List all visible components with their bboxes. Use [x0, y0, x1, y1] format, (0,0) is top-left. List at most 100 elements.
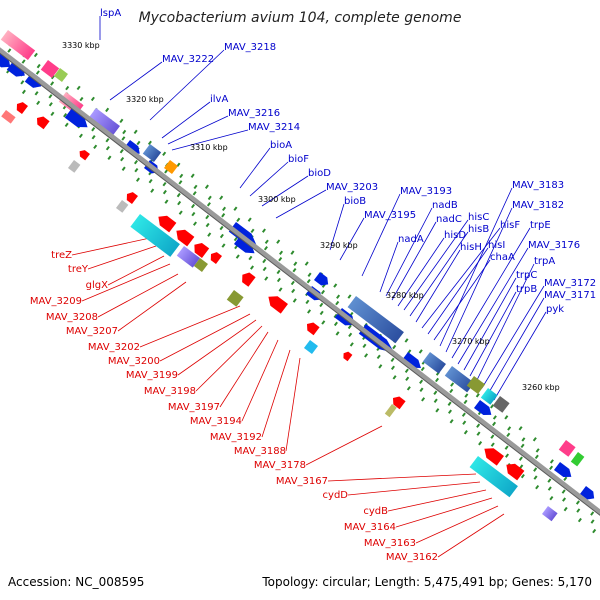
track-dot	[392, 344, 397, 350]
reverse-gene-arrow	[210, 252, 222, 265]
gene-block	[541, 506, 558, 522]
reverse-gene-label: MAV_3209	[30, 296, 82, 307]
reverse-gene-arrow	[268, 296, 288, 314]
track-dot	[319, 310, 324, 316]
track-dot	[349, 342, 354, 347]
track-dot	[549, 459, 554, 464]
reverse-gene-label: MAV_3167	[276, 476, 328, 487]
track-dot	[478, 441, 483, 446]
track-dot	[262, 258, 267, 264]
leader-line	[439, 187, 513, 347]
track-dot	[433, 390, 438, 395]
reverse-gene-label: glgX	[86, 280, 108, 291]
scale-tick-label: 3260 kbp	[522, 383, 560, 392]
track-dot	[347, 324, 352, 330]
gene-block	[53, 68, 68, 83]
track-dot	[121, 136, 126, 141]
forward-gene-label: nadA	[398, 234, 424, 245]
track-dot	[262, 266, 267, 272]
reverse-gene-label: treY	[68, 264, 89, 275]
reverse-gene-arrow	[194, 242, 210, 259]
scale-tick-label: 3300 kbp	[258, 195, 296, 204]
track-dot	[549, 465, 554, 470]
track-dot	[205, 214, 210, 220]
track-dot	[307, 272, 312, 277]
gene-block	[570, 452, 585, 467]
reverse-gene-label: MAV_3198	[144, 386, 196, 397]
track-dot	[348, 332, 353, 338]
reverse-gene-arrow	[36, 116, 50, 130]
track-dot	[50, 74, 55, 80]
forward-gene-label: MAV_3182	[512, 200, 564, 211]
forward-gene-label: bioF	[288, 154, 309, 165]
gene-block	[0, 30, 36, 61]
gene-block	[115, 200, 129, 213]
reverse-gene-label: MAV_3163	[364, 538, 416, 549]
leader-line	[385, 207, 433, 297]
reverse-gene-labels: treZtreYglgXMAV_3209MAV_3208MAV_3207MAV_…	[30, 250, 438, 563]
leader-line	[139, 305, 241, 348]
forward-gene-label: trpC	[516, 270, 537, 281]
track-dot	[221, 213, 226, 218]
leader-line	[261, 175, 309, 207]
track-dot	[290, 280, 295, 286]
track-dot	[133, 129, 138, 135]
forward-gene-label: MAV_3172	[544, 278, 596, 289]
track-dot	[105, 138, 110, 143]
track-dot	[21, 59, 26, 64]
forward-gene-arrow	[64, 108, 88, 128]
forward-gene-label: bioD	[308, 168, 331, 179]
accession-label: Accession: NC_008595	[8, 575, 144, 589]
track-dot	[535, 484, 540, 490]
track-dot	[147, 140, 152, 146]
reverse-gene-label: MAV_3199	[126, 370, 178, 381]
track-dot	[293, 261, 298, 266]
leader-line	[437, 513, 505, 558]
track-dot	[162, 151, 167, 156]
reverse-gene-label: MAV_3192	[210, 432, 262, 443]
track-dot	[248, 255, 253, 261]
forward-gene-label: MAV_3214	[248, 122, 300, 133]
track-dot	[518, 426, 523, 431]
track-dot	[319, 302, 324, 308]
track-dot	[236, 217, 241, 223]
track-dot	[505, 453, 510, 458]
scale-tick-label: 3280 kbp	[386, 291, 424, 300]
track-dot	[193, 184, 198, 190]
gene-block	[492, 396, 510, 413]
forward-gene-label: hisH	[460, 242, 482, 253]
leader-line	[395, 497, 493, 528]
track-dot	[221, 243, 226, 248]
track-dot	[7, 48, 12, 53]
forward-gene-label: hisC	[468, 212, 489, 223]
track-dot	[549, 495, 554, 501]
track-dot	[278, 287, 283, 292]
track-dot	[507, 426, 512, 431]
track-dot	[150, 188, 155, 193]
reverse-gene-label: MAV_3178	[254, 460, 306, 471]
track-dot	[521, 437, 526, 442]
track-dot	[561, 489, 566, 494]
track-dot	[261, 228, 266, 233]
track-dot	[419, 387, 424, 392]
track-dot	[333, 283, 338, 288]
track-dot	[336, 294, 341, 299]
leader-line	[445, 207, 513, 353]
track-dot	[20, 80, 25, 85]
track-dot	[563, 506, 568, 512]
track-dot	[204, 184, 209, 189]
leader-line	[481, 285, 545, 389]
forward-gene-label: nadC	[436, 214, 462, 225]
track-dot	[34, 91, 39, 96]
forward-gene-label: hisI	[488, 240, 505, 251]
reverse-gene-arrow	[392, 396, 406, 410]
leader-line	[415, 249, 461, 323]
track-dot	[291, 288, 296, 294]
track-dot	[476, 423, 481, 428]
track-dot	[264, 239, 269, 244]
track-dot	[276, 269, 281, 275]
track-dot	[490, 442, 495, 447]
forward-gene-arrow	[313, 272, 329, 286]
track-dot	[93, 144, 98, 149]
track-dot	[520, 443, 525, 449]
